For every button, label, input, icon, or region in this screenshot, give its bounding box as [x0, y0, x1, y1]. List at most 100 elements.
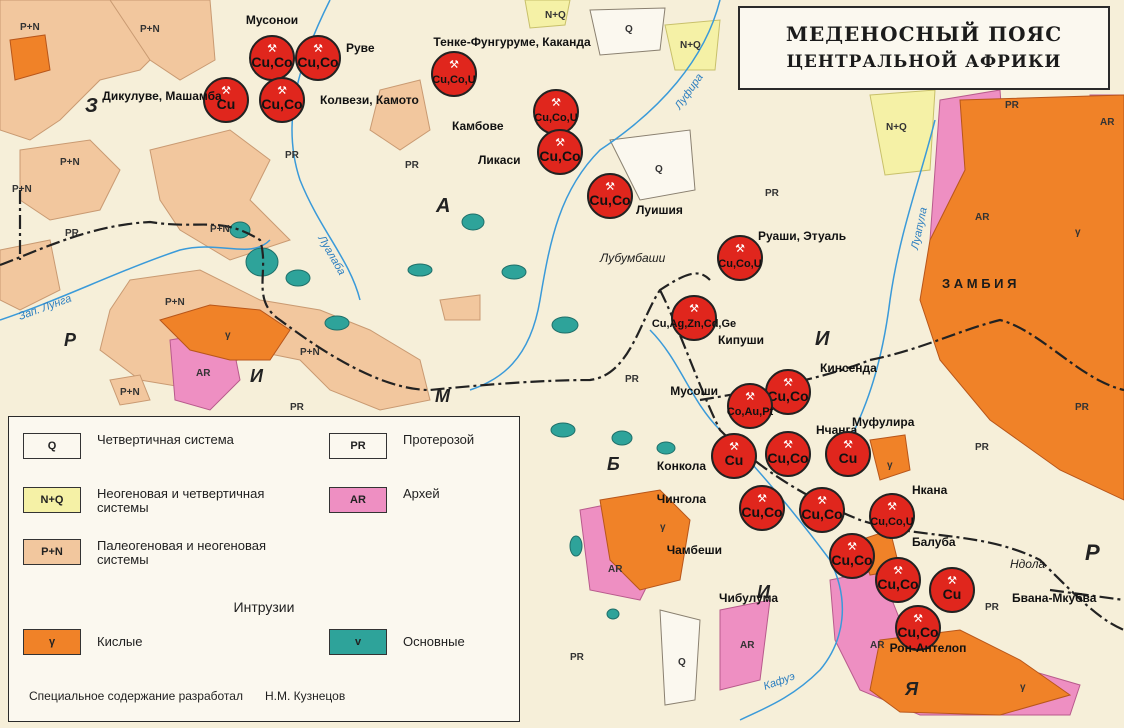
legend-swatch-pr: PR — [329, 433, 387, 459]
author-caption: Специальное содержание разработал — [29, 689, 243, 703]
deposit-marker — [295, 35, 341, 81]
deposit-marker — [203, 77, 249, 123]
legend-label-q: Четвертичная система — [97, 432, 234, 447]
deposit-12: ⚒ Co,Au,Pt Мусоши — [670, 383, 774, 429]
deposit-marker — [765, 431, 811, 477]
deposit-metals: Cu,Co,U — [432, 74, 475, 86]
svg-text:PR: PR — [285, 150, 300, 161]
svg-text:P+N: P+N — [300, 347, 320, 358]
deposit-metals: Cu,Co — [767, 388, 808, 404]
svg-text:γ: γ — [660, 522, 666, 533]
legend-item-neogene-quaternary: N+Q Неогеновая и четвертичная системы — [23, 487, 277, 515]
title-line-1: МЕДЕНОСНЫЙ ПОЯС — [785, 22, 1063, 46]
title-line-2: ЦЕНТРАЛЬНОЙ АФРИКИ — [786, 52, 1062, 72]
deposit-marker — [711, 433, 757, 479]
quaternary-areas — [589, 7, 701, 706]
legend-label-basic: Основные — [403, 634, 465, 649]
deposit-name: Камбове — [452, 119, 504, 133]
svg-text:AR: AR — [975, 212, 990, 223]
deposit-name: Бвана-Мкубва — [1012, 591, 1097, 605]
extra-letter-m: М — [435, 386, 451, 406]
legend-item-proterozoic: PR Протерозой — [329, 433, 474, 459]
deposit-name: Руве — [346, 41, 375, 55]
svg-text:γ: γ — [1075, 227, 1081, 238]
svg-text:P+N: P+N — [60, 157, 80, 168]
deposit-marker — [259, 77, 305, 123]
mine-icon: ⚒ — [817, 495, 827, 507]
svg-text:P+N: P+N — [120, 387, 140, 398]
deposit-name: Муфулира — [852, 415, 915, 429]
legend-swatch-acid: γ — [23, 629, 81, 655]
legend-label-acid: Кислые — [97, 634, 143, 649]
legend-label-ar: Архей — [403, 486, 440, 501]
deposit-marker — [717, 235, 763, 281]
mine-icon: ⚒ — [551, 97, 561, 109]
svg-text:PR: PR — [405, 160, 420, 171]
deposit-marker — [587, 173, 633, 219]
deposit-metals: Co,Au,Pt — [727, 406, 774, 418]
deposit-marker — [829, 533, 875, 579]
mine-icon: ⚒ — [745, 391, 755, 403]
author-name: Н.М. Кузнецов — [264, 689, 346, 703]
svg-text:PR: PR — [1005, 100, 1020, 111]
legend-item-paleogene-neogene: P+N Палеогеновая и неогеновая системы — [23, 539, 277, 567]
deposit-marker — [727, 383, 773, 429]
svg-text:Q: Q — [625, 24, 633, 35]
deposit-metals: Cu — [943, 586, 962, 602]
legend-label-pr: Протерозой — [403, 432, 475, 447]
deposit-metals: Cu,Co — [589, 192, 630, 208]
deposit-metals: Cu,Ag,Zn,Cd,Ge — [652, 318, 736, 330]
svg-text:Q: Q — [678, 657, 686, 668]
deposit-metals: Cu,Co — [251, 54, 292, 70]
legend-swatch-pn: P+N — [23, 539, 81, 565]
mine-icon: ⚒ — [277, 85, 287, 97]
deposit-name: Чингола — [657, 492, 707, 506]
mine-icon: ⚒ — [449, 59, 459, 71]
deposit-metals: Cu — [839, 450, 858, 466]
legend-label-pn: Палеогеновая и неогеновая системы — [97, 538, 266, 567]
mine-icon: ⚒ — [887, 501, 897, 513]
deposit-metals: Cu — [725, 452, 744, 468]
svg-text:PR: PR — [765, 188, 780, 199]
city-lubumbashi: Лубумбаши — [599, 251, 666, 265]
deposit-marker — [431, 51, 477, 97]
svg-text:AR: AR — [870, 640, 885, 651]
mine-icon: ⚒ — [313, 43, 323, 55]
deposit-name: Колвези, Камото — [320, 93, 419, 107]
deposit-metals: Cu,Co — [897, 624, 938, 640]
svg-text:PR: PR — [975, 442, 990, 453]
deposit-name: Дикулуве, Машамба — [102, 89, 222, 103]
deposit-name: Мусоши — [670, 384, 718, 398]
deposit-marker — [537, 129, 583, 175]
svg-text:γ: γ — [1020, 682, 1026, 693]
mine-icon: ⚒ — [605, 181, 615, 193]
mine-icon: ⚒ — [783, 439, 793, 451]
mine-icon: ⚒ — [221, 85, 231, 97]
deposit-marker — [875, 557, 921, 603]
deposit-metals: Cu,Co,U — [870, 516, 913, 528]
svg-text:AR: AR — [1100, 117, 1115, 128]
zambia-letter-1: Б — [607, 454, 620, 474]
zaire-letter-1: З — [85, 95, 98, 117]
deposit-marker — [825, 431, 871, 477]
deposit-marker — [895, 605, 941, 651]
deposit-name: Чибулума — [719, 591, 778, 605]
svg-text:N+Q: N+Q — [680, 40, 701, 51]
mine-icon: ⚒ — [729, 441, 739, 453]
svg-text:AR: AR — [608, 564, 623, 575]
deposit-name: Рон-Антелоп — [890, 641, 967, 655]
deposit-metals: Cu,Co — [877, 576, 918, 592]
svg-text:PR: PR — [625, 374, 640, 385]
deposit-metals: Cu — [217, 96, 236, 112]
svg-text:AR: AR — [740, 640, 755, 651]
